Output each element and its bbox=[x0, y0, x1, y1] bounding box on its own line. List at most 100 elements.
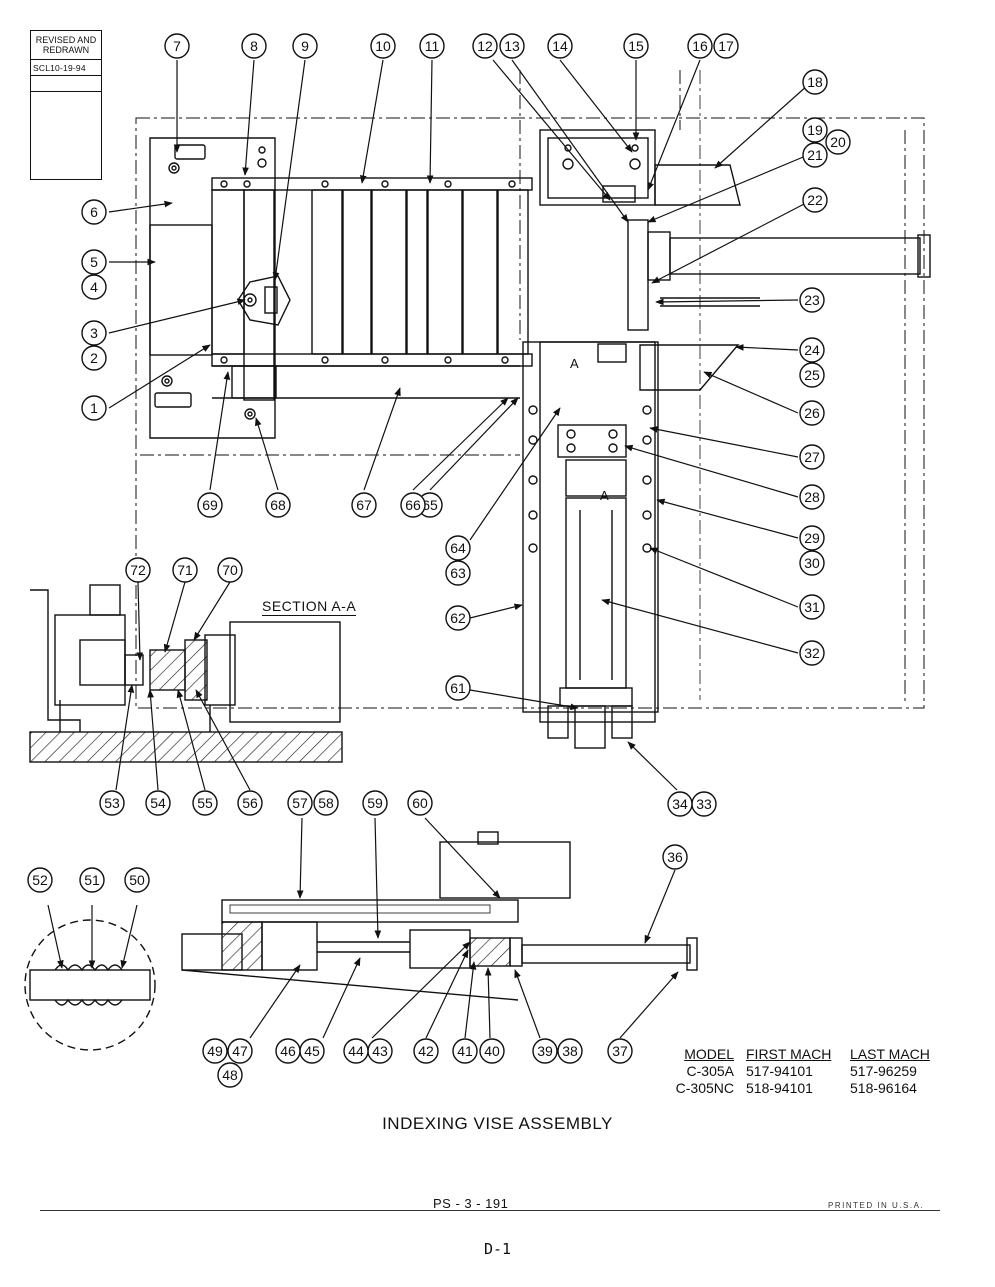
callout-balloon bbox=[370, 33, 396, 59]
callout-41: 41 bbox=[452, 1038, 478, 1064]
last-mach-cell: 518-96164 bbox=[850, 1080, 917, 1096]
callout-number: 9 bbox=[301, 38, 309, 54]
revision-empty-row bbox=[31, 76, 101, 92]
callout-69: 69 bbox=[197, 492, 223, 518]
section-markers: A A bbox=[570, 356, 609, 503]
callout-number: 8 bbox=[250, 38, 258, 54]
page-code: PS - 3 - 191 bbox=[433, 1196, 509, 1211]
callout-balloon bbox=[713, 33, 739, 59]
callout-number: 49 bbox=[207, 1043, 223, 1059]
callout-30: 30 bbox=[799, 550, 825, 576]
callout-number: 62 bbox=[450, 610, 466, 626]
callout-balloon bbox=[445, 605, 471, 631]
callout-9: 9 bbox=[292, 33, 318, 59]
callout-number: 40 bbox=[484, 1043, 500, 1059]
callout-number: 2 bbox=[90, 350, 98, 366]
callout-8: 8 bbox=[241, 33, 267, 59]
callout-balloon bbox=[825, 129, 851, 155]
callout-balloon bbox=[799, 484, 825, 510]
callout-balloon bbox=[343, 1038, 369, 1064]
callout-22: 22 bbox=[802, 187, 828, 213]
callout-45: 45 bbox=[299, 1038, 325, 1064]
callout-balloon bbox=[145, 790, 171, 816]
callout-56: 56 bbox=[237, 790, 263, 816]
callout-71: 71 bbox=[172, 557, 198, 583]
callout-balloon bbox=[799, 362, 825, 388]
callout-7: 7 bbox=[164, 33, 190, 59]
callout-64: 64 bbox=[445, 535, 471, 561]
callout-number: 50 bbox=[129, 872, 145, 888]
callout-number: 54 bbox=[150, 795, 166, 811]
callout-3: 3 bbox=[81, 320, 107, 346]
callout-29: 29 bbox=[799, 525, 825, 551]
callout-number: 68 bbox=[270, 497, 286, 513]
callout-number: 10 bbox=[375, 38, 391, 54]
callout-number: 7 bbox=[173, 38, 181, 54]
model-cell: C-305A bbox=[686, 1063, 734, 1079]
callout-number: 70 bbox=[222, 562, 238, 578]
callout-number: 64 bbox=[450, 540, 466, 556]
callout-balloon bbox=[799, 550, 825, 576]
callout-number: 28 bbox=[804, 489, 820, 505]
callout-50: 50 bbox=[124, 867, 150, 893]
drawing-title: INDEXING VISE ASSEMBLY bbox=[382, 1114, 613, 1133]
callout-balloon bbox=[275, 1038, 301, 1064]
section-marker-top: A bbox=[570, 356, 579, 371]
callout-balloon bbox=[557, 1038, 583, 1064]
callout-68: 68 bbox=[265, 492, 291, 518]
callout-balloon bbox=[192, 790, 218, 816]
callout-10: 10 bbox=[370, 33, 396, 59]
callout-number: 25 bbox=[804, 367, 820, 383]
first-mach-cell: 518-94101 bbox=[746, 1080, 813, 1096]
callout-number: 36 bbox=[667, 849, 683, 865]
callout-number: 63 bbox=[450, 565, 466, 581]
callout-balloon bbox=[164, 33, 190, 59]
callout-40: 40 bbox=[479, 1038, 505, 1064]
callout-28: 28 bbox=[799, 484, 825, 510]
callout-number: 61 bbox=[450, 680, 466, 696]
revision-header: REVISED AND REDRAWN bbox=[31, 31, 101, 60]
callout-number: 57 bbox=[292, 795, 308, 811]
callout-39: 39 bbox=[532, 1038, 558, 1064]
model-header: MODEL bbox=[684, 1046, 734, 1062]
callout-4: 4 bbox=[81, 274, 107, 300]
callout-number: 48 bbox=[222, 1067, 238, 1083]
callout-balloon bbox=[499, 33, 525, 59]
callout-number: 29 bbox=[804, 530, 820, 546]
callout-number: 51 bbox=[84, 872, 100, 888]
callout-balloon bbox=[124, 867, 150, 893]
callout-balloon bbox=[799, 525, 825, 551]
callout-balloon bbox=[547, 33, 573, 59]
callout-60: 60 bbox=[407, 790, 433, 816]
callout-57: 57 bbox=[287, 790, 313, 816]
callout-46: 46 bbox=[275, 1038, 301, 1064]
revision-line-2: REDRAWN bbox=[42, 45, 90, 55]
callout-55: 55 bbox=[192, 790, 218, 816]
callout-number: 15 bbox=[628, 38, 644, 54]
callout-balloon bbox=[79, 867, 105, 893]
callout-number: 22 bbox=[807, 192, 823, 208]
callout-number: 23 bbox=[804, 292, 820, 308]
top-view bbox=[135, 70, 931, 749]
callout-13: 13 bbox=[499, 33, 525, 59]
callout-number: 11 bbox=[425, 38, 440, 54]
page-number: D-1 bbox=[483, 1240, 512, 1258]
callout-66: 66 bbox=[400, 492, 426, 518]
callout-number: 20 bbox=[830, 134, 846, 150]
callout-31: 31 bbox=[799, 594, 825, 620]
callout-15: 15 bbox=[623, 33, 649, 59]
callout-number: 55 bbox=[197, 795, 213, 811]
callout-number: 17 bbox=[718, 38, 734, 54]
callout-balloon bbox=[265, 492, 291, 518]
callout-number: 65 bbox=[422, 497, 438, 513]
callout-number: 24 bbox=[804, 342, 820, 358]
callout-number: 19 bbox=[807, 122, 823, 138]
last-mach-header: LAST MACH bbox=[850, 1046, 930, 1062]
callout-59: 59 bbox=[362, 790, 388, 816]
section-a-a-view bbox=[29, 584, 343, 763]
callout-balloon bbox=[27, 867, 53, 893]
callout-42: 42 bbox=[413, 1038, 439, 1064]
callout-balloon bbox=[237, 790, 263, 816]
callout-number: 52 bbox=[32, 872, 48, 888]
callout-70: 70 bbox=[217, 557, 243, 583]
